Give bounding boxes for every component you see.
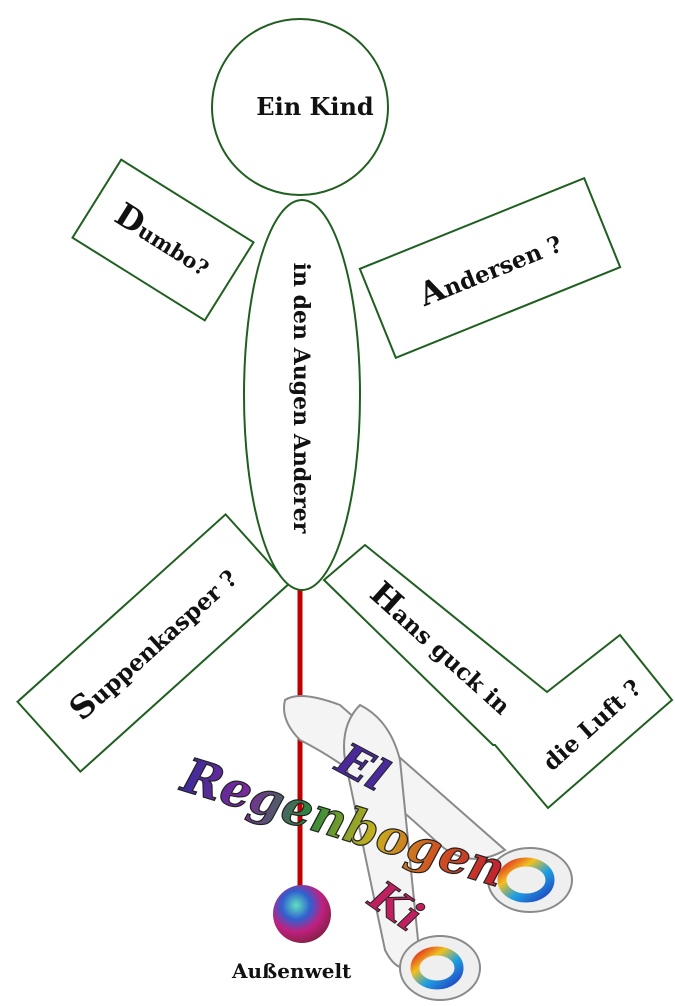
left-leg-box: Suppenkasper ? [16, 512, 290, 774]
head-label: Ein Kind [256, 92, 374, 121]
ring-icon-upper [497, 857, 555, 903]
right-arm-box: Andersen ? [358, 176, 622, 360]
left-arm-box: Dumbo? [71, 158, 255, 322]
head-circle [211, 18, 389, 196]
body-label: in den Augen Anderer [288, 263, 314, 534]
ring-icon-lower [410, 946, 464, 990]
body-ellipse [243, 199, 361, 591]
right-leg-label-line1: Hans guck in [363, 574, 522, 722]
ball-label: Außenwelt [231, 959, 352, 983]
ball-icon [273, 885, 331, 943]
